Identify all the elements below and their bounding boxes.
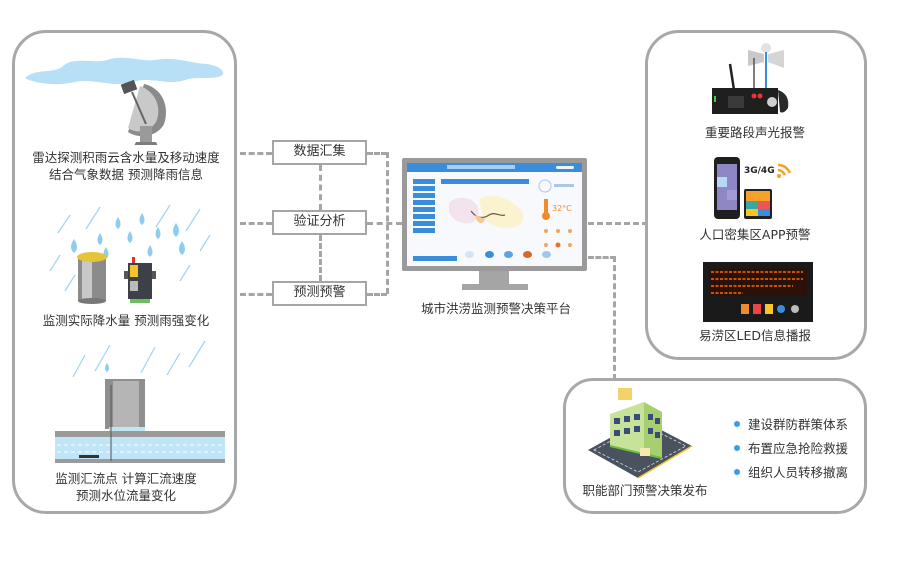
drainage-caption-line-1: 监测汇流点 计算汇流速度	[55, 471, 197, 486]
siren-caption: 重要路段声光报警	[704, 125, 805, 140]
decision-bullet-1: 建设群防群策体系	[748, 417, 849, 432]
radar-caption-line-1: 雷达探测积雨云含水量及移动速度	[32, 150, 220, 165]
screen-menu-item	[413, 221, 435, 226]
connector-step-1-2	[319, 165, 322, 210]
connector-left-2	[240, 222, 272, 225]
drainage-caption-line-2: 预测水位流量变化	[75, 488, 176, 503]
siren-alarm-icon	[712, 43, 789, 114]
mobile-app-icon: 3G/4G	[714, 157, 792, 219]
monitor-stand-neck	[479, 271, 509, 284]
screen-icon	[504, 251, 513, 258]
screen-menu-item	[413, 200, 435, 205]
rain-gauge-caption: 监测实际降水量 预测雨强变化	[42, 313, 210, 328]
connector-platform-decision-v	[613, 256, 616, 380]
screen-bottom-button	[413, 256, 457, 261]
decision-bullet-2: 布置应急抢险救援	[748, 441, 849, 456]
monitor-stand-base	[462, 284, 528, 290]
step-verification-analysis: 验证分析	[272, 210, 367, 235]
step-forecast-warning: 预测预警	[272, 281, 367, 306]
connector-left-3	[240, 293, 272, 296]
connector-platform-decision-h	[588, 256, 616, 259]
screen-icon	[523, 251, 532, 258]
connector-left-1	[240, 152, 272, 155]
connector-step-2-3	[319, 235, 322, 281]
screen-temperature: 32°C	[552, 204, 572, 213]
bullet-dot	[734, 445, 740, 451]
screen-menu-item	[413, 186, 435, 191]
led-caption: 易涝区LED信息播报	[699, 328, 811, 343]
step-data-collection: 数据汇集	[272, 140, 367, 165]
connector-right-2	[367, 222, 402, 225]
radar-caption-line-2: 结合气象数据 预测降雨信息	[49, 167, 203, 182]
screen-map	[449, 196, 524, 229]
app-caption: 人口密集区APP预警	[699, 227, 811, 242]
rain-gauge-icon	[49, 204, 211, 304]
screen-menu-item	[413, 207, 435, 212]
screen-icon	[485, 251, 494, 258]
connector-right-3	[367, 293, 387, 296]
screen-weather-widget: 32°C	[538, 179, 574, 248]
platform-caption: 城市洪涝监测预警决策平台	[420, 301, 571, 316]
drainage-well-icon	[55, 340, 225, 463]
screen-title-bar	[407, 163, 582, 172]
radar-dish-icon	[25, 57, 224, 145]
bullet-dot	[734, 469, 740, 475]
connector-platform-outputs	[588, 222, 648, 225]
connector-right-1	[367, 152, 387, 155]
led-display-icon	[703, 262, 813, 322]
bullet-dot	[734, 421, 740, 427]
network-label: 3G/4G	[744, 166, 775, 176]
building-icon	[588, 388, 693, 479]
screen-menu-item	[413, 193, 435, 198]
connector-right-vertical	[386, 152, 389, 294]
decision-caption: 职能部门预警决策发布	[582, 483, 708, 498]
dashboard-screen: 32°C	[407, 163, 582, 266]
screen-icon	[542, 251, 551, 258]
monitor-dashboard-icon: 32°C	[402, 158, 587, 271]
screen-map-header	[441, 179, 529, 184]
screen-menu-item	[413, 228, 435, 233]
screen-icon	[465, 251, 474, 258]
screen-menu-item	[413, 179, 435, 184]
screen-menu-item	[413, 214, 435, 219]
decision-bullet-3: 组织人员转移撤离	[748, 465, 849, 480]
